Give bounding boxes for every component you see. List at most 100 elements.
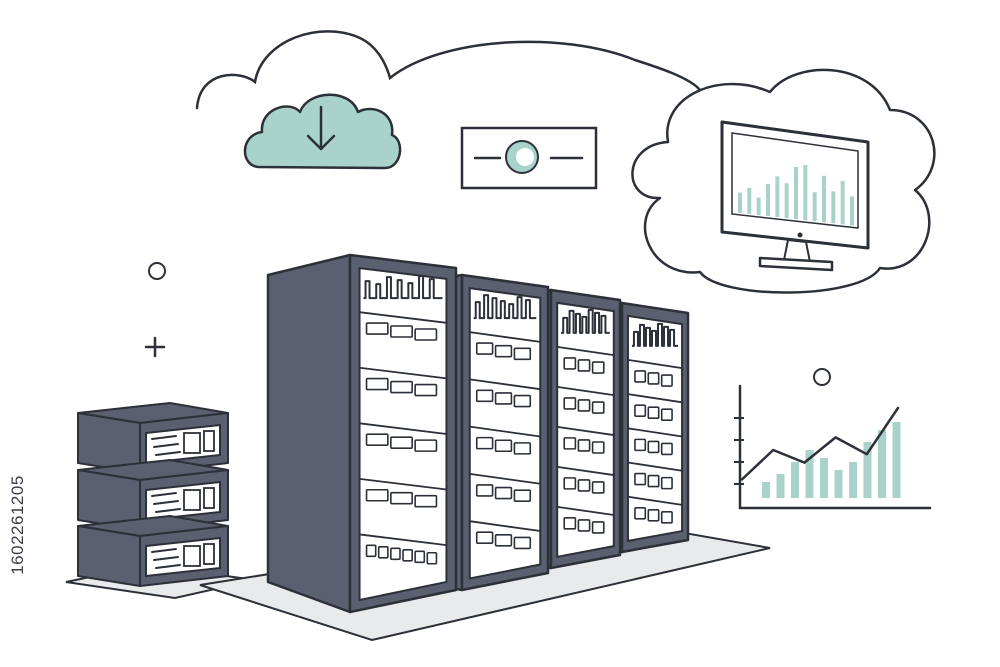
- drive-bay: [660, 511, 673, 524]
- drive-bay: [591, 361, 605, 374]
- drive-bay: [414, 550, 426, 564]
- drive-bay: [494, 344, 513, 358]
- drive-bay: [513, 442, 532, 455]
- drive-bay: [402, 548, 413, 562]
- monitor-bar: [794, 166, 798, 220]
- drive-bay: [563, 437, 577, 450]
- drive-bay: [634, 370, 647, 383]
- trend-bar: [820, 458, 828, 498]
- monitor-bar: [831, 191, 836, 224]
- drive-bay: [365, 377, 389, 391]
- rack-shelf: [557, 346, 614, 356]
- drive-bay: [390, 325, 413, 338]
- server-rack: [448, 273, 550, 592]
- drive-bay: [634, 438, 647, 452]
- monitor-bar: [747, 187, 752, 214]
- server-unit-top: [77, 402, 229, 474]
- drive-bay: [365, 544, 377, 558]
- drive-bay: [577, 439, 591, 452]
- stock-id-watermark: 1602261205: [6, 425, 30, 625]
- drive-bay: [513, 394, 532, 408]
- rack-cable-bundle: [363, 275, 443, 300]
- drive-bay: [563, 357, 577, 370]
- monitor-bar: [756, 197, 761, 215]
- drive-bay: [660, 476, 673, 490]
- rack-shelf: [557, 425, 614, 436]
- trend-bar: [776, 474, 785, 498]
- trend-bar: [849, 462, 857, 498]
- monitor-bar: [775, 176, 780, 218]
- monitor-bar: [738, 192, 742, 213]
- monitor-bar: [840, 180, 845, 225]
- rack-shelf: [557, 505, 614, 516]
- drive-bay: [660, 374, 673, 387]
- drive-bay: [563, 397, 577, 410]
- rack-shelf: [627, 393, 683, 404]
- drive-bay: [494, 533, 513, 547]
- drive-bay: [475, 484, 494, 497]
- download-arrow-icon: [306, 105, 336, 151]
- rack-shelf: [627, 461, 683, 472]
- drive-bay: [390, 547, 401, 561]
- trend-chart: [734, 384, 932, 510]
- drive-bay: [365, 433, 389, 446]
- drive-bay: [494, 392, 513, 405]
- drive-bay: [390, 380, 413, 394]
- trend-bar: [878, 430, 886, 498]
- trend-bar: [791, 462, 799, 498]
- drive-bay: [634, 472, 647, 486]
- drive-bay: [475, 342, 494, 355]
- rack-shelf: [557, 465, 614, 476]
- trend-bar: [834, 470, 843, 498]
- drive-bay: [513, 347, 532, 361]
- download-cloud: [243, 93, 402, 170]
- drive-bay: [365, 322, 389, 335]
- drive-bay: [494, 439, 513, 453]
- drive-bay: [414, 494, 438, 508]
- monitor-bar: [812, 192, 817, 222]
- drive-bay: [513, 536, 532, 550]
- drive-bay: [647, 440, 660, 454]
- rack-cable-bundle: [561, 308, 610, 334]
- drive-bay: [591, 441, 605, 454]
- rack-shelf: [557, 385, 614, 396]
- drive-bay: [475, 389, 494, 403]
- monitor-bar: [784, 183, 789, 219]
- drive-bay: [634, 404, 647, 417]
- rack-shelf: [359, 533, 447, 547]
- rack-shelf: [469, 473, 541, 485]
- rack-shelf: [359, 366, 447, 380]
- drive-bay: [647, 406, 660, 419]
- drive-bay: [647, 474, 660, 488]
- rack-shelf: [469, 520, 541, 532]
- drive-bay: [660, 442, 673, 456]
- monitor-bar: [850, 196, 854, 226]
- drive-bay: [390, 436, 413, 449]
- rack-shelf: [469, 378, 541, 391]
- drive-bay: [591, 401, 605, 414]
- server-unit-middle: [77, 459, 229, 531]
- trend-axis-ticks: [734, 417, 744, 485]
- server-rack: [608, 301, 690, 554]
- drive-bay: [660, 408, 673, 422]
- deco-circle: [813, 368, 831, 386]
- drive-bay: [591, 521, 605, 534]
- drive-bay: [475, 436, 494, 450]
- server-rack: [266, 253, 458, 614]
- drive-bay: [414, 328, 438, 341]
- drive-bay: [563, 517, 577, 530]
- trend-bar: [863, 442, 872, 498]
- server-stack: [77, 402, 229, 587]
- rack-shelf: [359, 422, 447, 435]
- drive-bay: [390, 491, 413, 505]
- drive-bay: [591, 481, 605, 494]
- drive-bay: [414, 383, 438, 397]
- deco-circle: [148, 262, 166, 280]
- drive-bay: [494, 486, 513, 500]
- drive-bay: [577, 519, 591, 532]
- drive-bay: [426, 551, 438, 565]
- monitor-bar-chart: [738, 165, 854, 226]
- rack-cable-bundle: [631, 322, 679, 347]
- drive-bay: [475, 531, 494, 544]
